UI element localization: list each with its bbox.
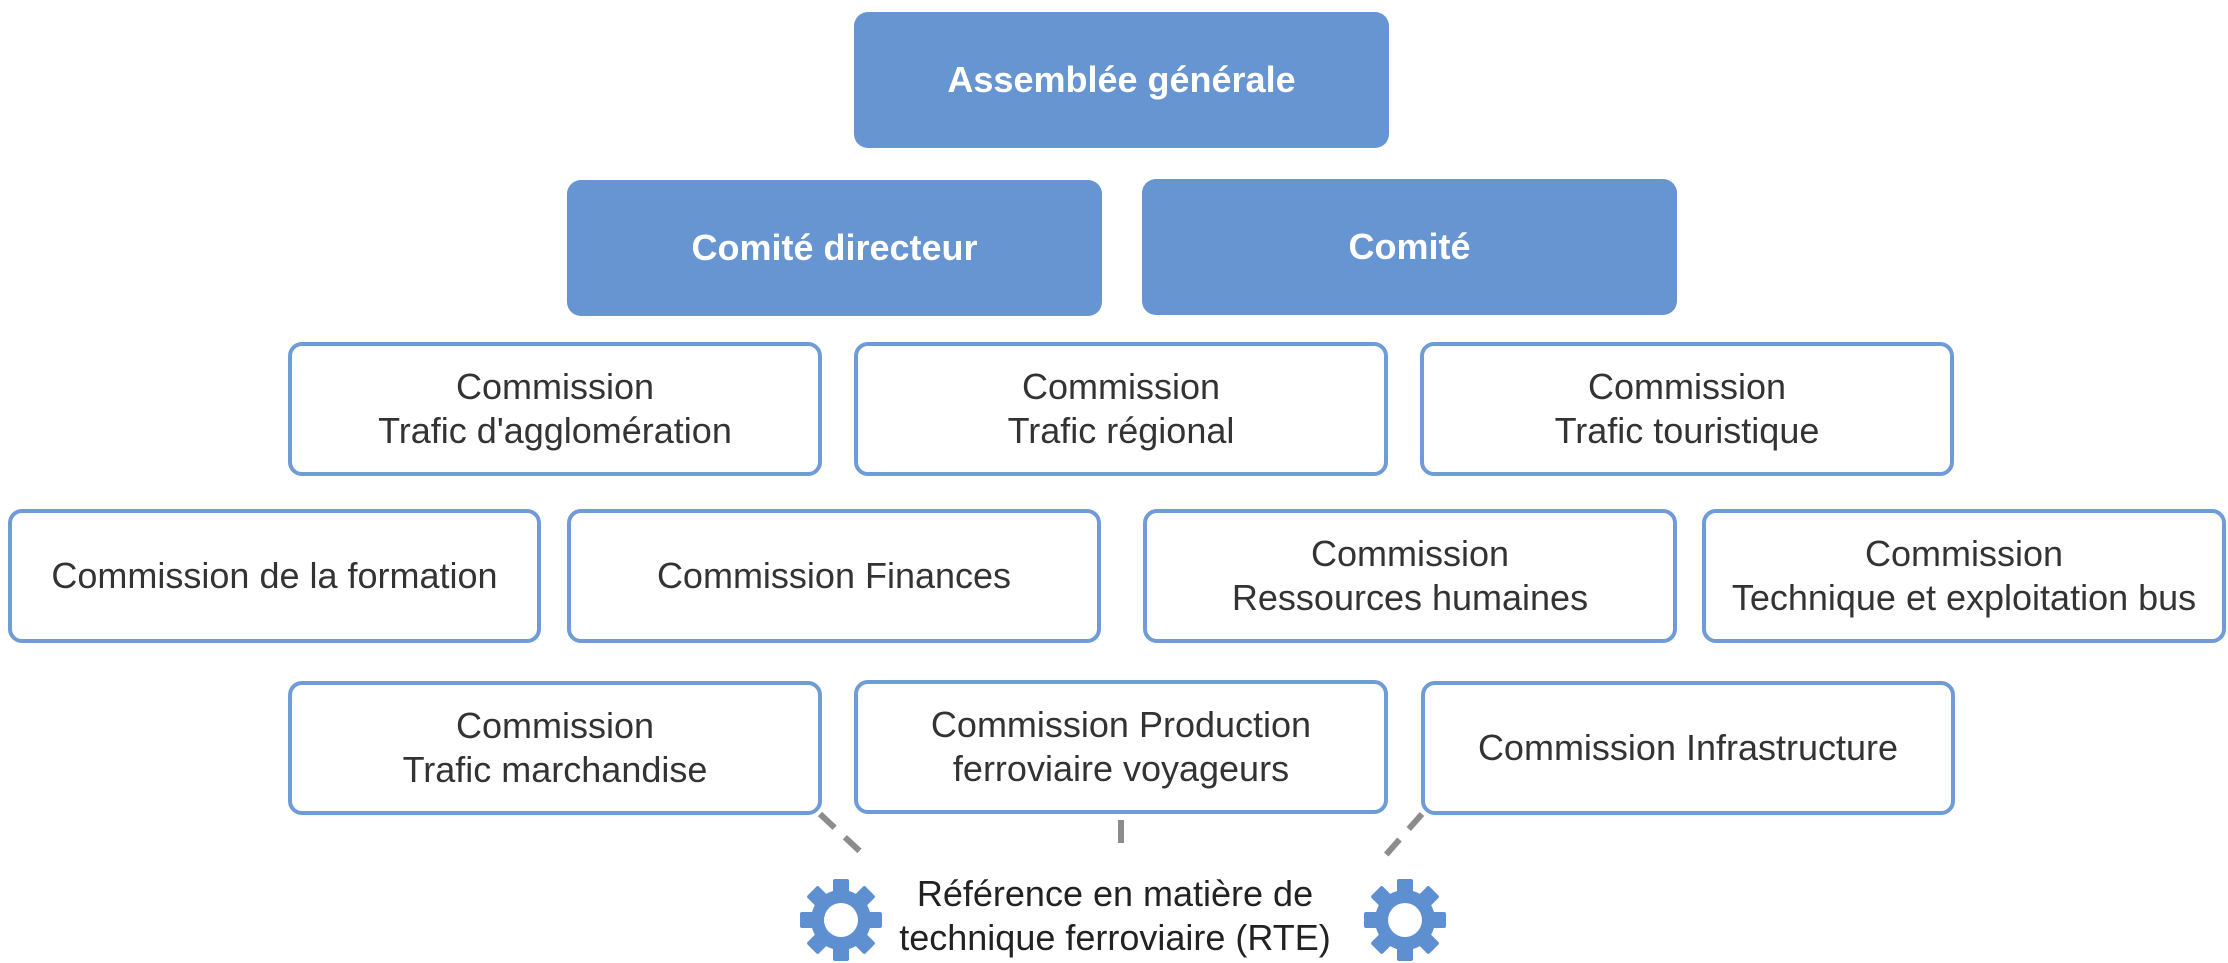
box-line-2: Trafic régional (1007, 410, 1235, 451)
comite-label: Comité (1348, 226, 1471, 267)
commission-trafic-regional-box: Commission Trafic régional (854, 342, 1388, 476)
connector-right (1381, 812, 1425, 859)
box-line-1: Commission de la formation (51, 555, 498, 596)
box-line-2: Ressources humaines (1231, 577, 1589, 618)
box-line-1: Commission (1310, 533, 1510, 574)
box-line-1: Commission (455, 366, 655, 407)
rte-label: Référence en matière de technique ferrov… (870, 872, 1360, 960)
commission-trafic-marchandise-box: Commission Trafic marchandise (288, 681, 822, 815)
box-line-2: Technique et exploitation bus (1731, 577, 2197, 618)
box-line-2: Trafic touristique (1554, 410, 1820, 451)
commission-finances-box: Commission Finances (567, 509, 1101, 643)
rte-line-2: technique ferroviaire (RTE) (899, 917, 1331, 958)
assemblee-generale-box: Assemblée générale (854, 12, 1389, 148)
commission-trafic-touristique-box: Commission Trafic touristique (1420, 342, 1954, 476)
gear-icon (1364, 879, 1446, 961)
commission-technique-exploitation-bus-box: Commission Technique et exploitation bus (1702, 509, 2226, 643)
commission-production-ferroviaire-box: Commission Production ferroviaire voyage… (854, 680, 1388, 814)
rte-line-1: Référence en matière de (916, 873, 1314, 914)
box-line-2: ferroviaire voyageurs (952, 748, 1290, 789)
commission-trafic-agglomeration-box: Commission Trafic d'agglomération (288, 342, 822, 476)
comite-box: Comité (1142, 179, 1677, 315)
box-line-1: Commission (1587, 366, 1787, 407)
box-line-2: Trafic marchandise (402, 749, 708, 790)
box-line-1: Commission (1864, 533, 2064, 574)
box-line-1: Commission Production (930, 704, 1312, 745)
comite-directeur-box: Comité directeur (567, 180, 1102, 316)
box-line-1: Commission Infrastructure (1477, 727, 1899, 768)
connector-left (817, 811, 869, 860)
commission-ressources-humaines-box: Commission Ressources humaines (1143, 509, 1677, 643)
box-line-2: Trafic d'agglomération (378, 410, 732, 451)
gear-icon (800, 879, 882, 961)
comite-directeur-label: Comité directeur (691, 227, 978, 268)
commission-formation-box: Commission de la formation (8, 509, 541, 643)
assemblee-generale-label: Assemblée générale (947, 59, 1296, 100)
box-line-1: Commission (455, 705, 655, 746)
box-line-1: Commission Finances (656, 555, 1012, 596)
box-line-1: Commission (1021, 366, 1221, 407)
commission-infrastructure-box: Commission Infrastructure (1421, 681, 1955, 815)
